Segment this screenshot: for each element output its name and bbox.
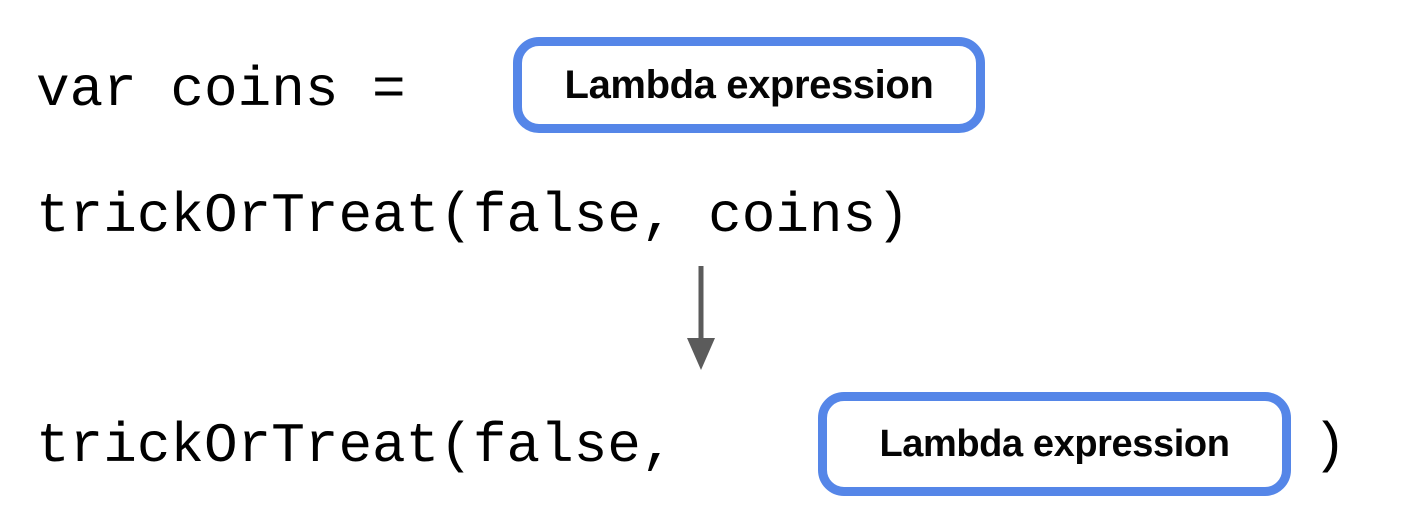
- code-line-2: trickOrTreat(false, coins): [36, 184, 910, 248]
- lambda-expression-box-1-label: Lambda expression: [564, 62, 934, 107]
- lambda-expression-box-2-label: Lambda expression: [879, 422, 1230, 465]
- code-line-1-prefix: var coins =: [36, 58, 440, 122]
- lambda-expression-box-2[interactable]: Lambda expression: [818, 392, 1291, 496]
- lambda-expression-box-1[interactable]: Lambda expression: [513, 37, 985, 133]
- code-line-3-suffix: ): [1313, 414, 1347, 478]
- arrow-head: [687, 338, 715, 370]
- code-line-3-prefix: trickOrTreat(false,: [36, 414, 709, 478]
- arrow-down-icon: [687, 266, 715, 370]
